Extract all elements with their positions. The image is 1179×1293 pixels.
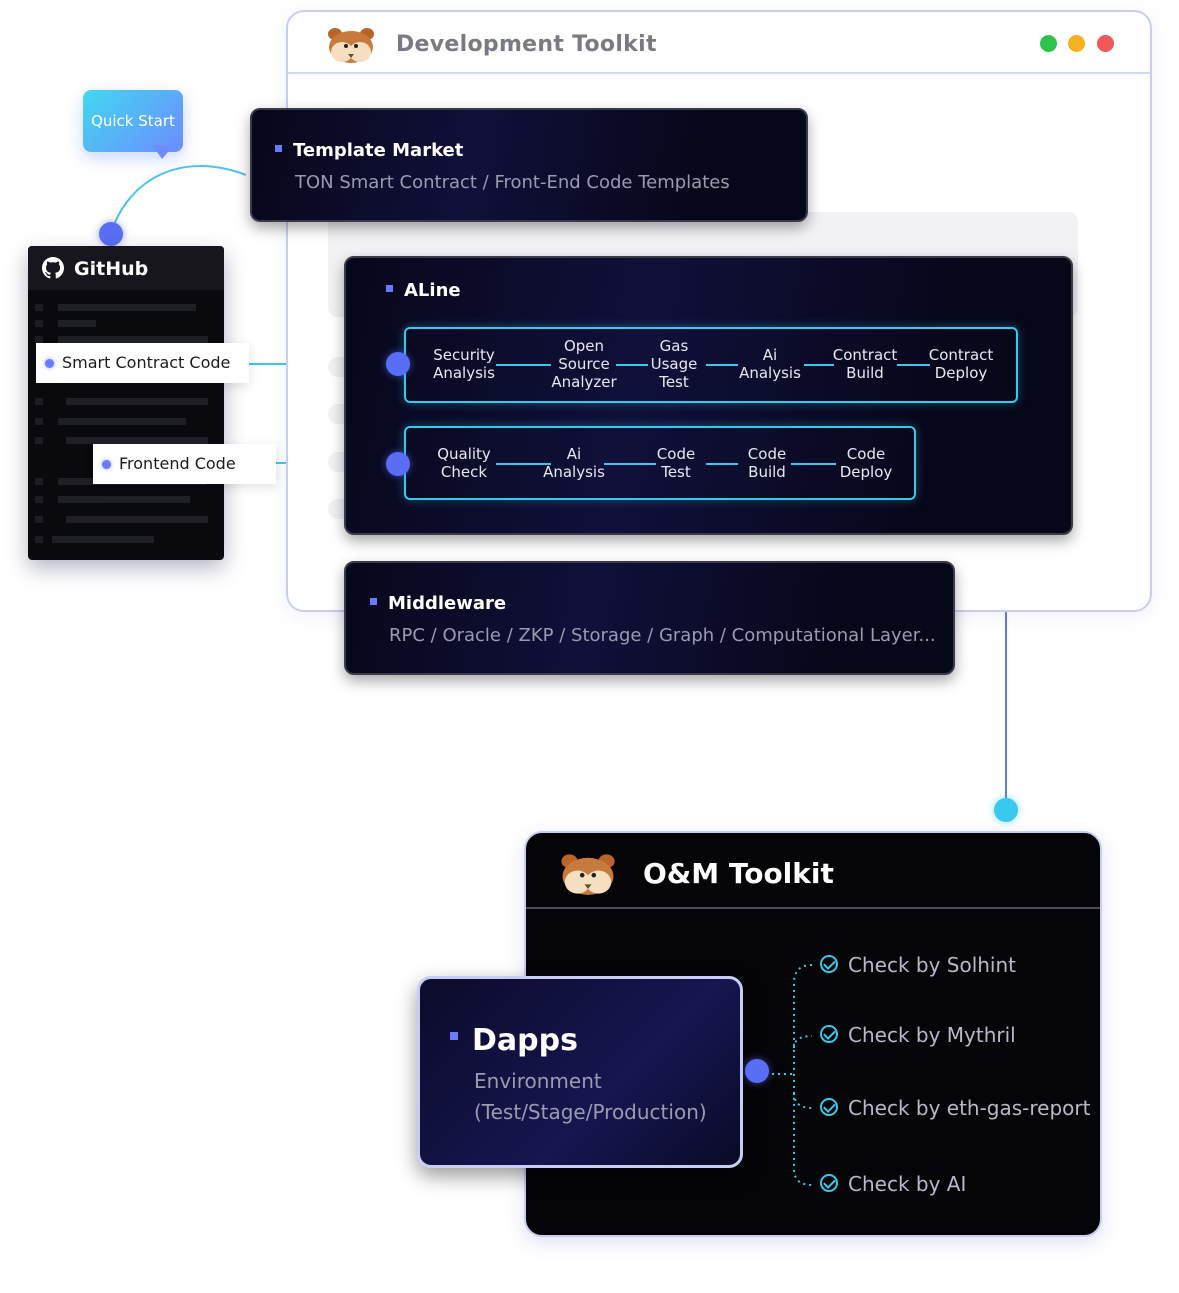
check-item: Check by Solhint bbox=[820, 953, 1016, 977]
pipeline-connector bbox=[496, 364, 551, 366]
check-item: Check by AI bbox=[820, 1172, 966, 1196]
squirrel-logo-icon bbox=[328, 28, 374, 63]
code-line bbox=[58, 304, 196, 311]
code-line bbox=[58, 320, 96, 327]
middleware-subtitle: RPC / Oracle / ZKP / Storage / Graph / C… bbox=[389, 625, 936, 646]
code-line-number bbox=[35, 437, 43, 444]
quick-start-button[interactable]: Quick Start bbox=[83, 90, 183, 152]
pipeline-step[interactable]: Quality Check bbox=[437, 445, 491, 481]
pipeline-step[interactable]: Code Test bbox=[656, 445, 696, 481]
github-icon bbox=[42, 257, 64, 279]
aline-title: ALine bbox=[386, 280, 461, 301]
code-line-number bbox=[35, 418, 43, 425]
pipeline-step[interactable]: Ai Analysis bbox=[543, 445, 605, 481]
code-line-number bbox=[35, 536, 43, 543]
window-dot-yellow[interactable] bbox=[1068, 35, 1085, 52]
code-line bbox=[66, 398, 208, 405]
code-line-number bbox=[35, 478, 43, 485]
pipeline-step[interactable]: Contract Deploy bbox=[928, 346, 994, 382]
pipeline-connector bbox=[616, 364, 648, 366]
bullet-square bbox=[450, 1031, 458, 1040]
pipeline-connector bbox=[496, 463, 551, 465]
pipeline-step[interactable]: Contract Build bbox=[832, 346, 898, 382]
dapps-node bbox=[745, 1059, 769, 1083]
aline-panel[interactable]: ALine Security Analysis Open Source Analy… bbox=[344, 256, 1073, 535]
frontend-node bbox=[386, 452, 410, 476]
bullet-square bbox=[275, 144, 282, 152]
middleware-title: Middleware bbox=[370, 593, 506, 614]
check-item: Check by eth-gas-report bbox=[820, 1096, 1090, 1120]
github-header: GitHub bbox=[28, 246, 224, 290]
dapps-environment-stages: (Test/Stage/Production) bbox=[474, 1100, 707, 1124]
pipeline-step[interactable]: Code Deploy bbox=[839, 445, 893, 481]
window-dot-green[interactable] bbox=[1040, 35, 1057, 52]
github-label: GitHub bbox=[74, 258, 149, 280]
check-item: Check by Mythril bbox=[820, 1023, 1016, 1047]
code-line-number bbox=[35, 516, 43, 523]
smart-contract-node bbox=[386, 352, 410, 376]
om-toolkit-title: O&M Toolkit bbox=[643, 857, 834, 890]
quickstart-node bbox=[99, 222, 123, 246]
pipeline-step[interactable]: Open Source Analyzer bbox=[551, 337, 617, 391]
dev-toolkit-title: Development Toolkit bbox=[396, 32, 657, 57]
code-line bbox=[52, 536, 154, 543]
smart-contract-code-chip[interactable]: Smart Contract Code bbox=[36, 343, 249, 383]
pipeline-step[interactable]: Code Build bbox=[747, 445, 787, 481]
check-circle-icon bbox=[820, 1024, 838, 1043]
template-market-panel[interactable]: Template Market TON Smart Contract / Fro… bbox=[250, 108, 808, 222]
code-line bbox=[58, 336, 208, 343]
code-line bbox=[58, 418, 186, 425]
code-line-number bbox=[35, 398, 43, 405]
bullet-square bbox=[386, 284, 393, 292]
pipeline-connector bbox=[897, 364, 930, 366]
pipeline-connector bbox=[604, 463, 656, 465]
quickstart-connector bbox=[110, 165, 247, 234]
template-market-title: Template Market bbox=[275, 140, 463, 161]
check-circle-icon bbox=[820, 1173, 838, 1192]
chip-dot bbox=[102, 460, 111, 469]
squirrel-logo-icon bbox=[561, 854, 615, 895]
github-panel[interactable]: GitHub bbox=[28, 246, 224, 560]
pipeline-connector bbox=[804, 364, 834, 366]
frontend-code-label: Frontend Code bbox=[119, 454, 236, 473]
dapps-panel[interactable]: Dapps Environment (Test/Stage/Production… bbox=[417, 976, 743, 1168]
code-line bbox=[58, 496, 190, 503]
code-line-number bbox=[35, 496, 43, 503]
pipeline-connector bbox=[706, 463, 738, 465]
window-dot-red[interactable] bbox=[1097, 35, 1114, 52]
code-line bbox=[66, 516, 208, 523]
pipeline-step[interactable]: Ai Analysis bbox=[739, 346, 801, 382]
om-toolkit-panel[interactable]: O&M Toolkit Check by Solhint Check by My… bbox=[524, 831, 1102, 1237]
check-circle-icon bbox=[820, 1097, 838, 1116]
code-line-number bbox=[35, 336, 43, 343]
quick-start-tail bbox=[152, 145, 174, 159]
smart-contract-code-label: Smart Contract Code bbox=[62, 353, 231, 372]
bullet-square bbox=[370, 597, 377, 605]
middleware-panel[interactable]: Middleware RPC / Oracle / ZKP / Storage … bbox=[344, 561, 955, 675]
chip-dot bbox=[45, 359, 54, 368]
dapps-environment: Environment bbox=[474, 1069, 602, 1093]
om-connector-node bbox=[994, 798, 1018, 822]
om-divider bbox=[526, 907, 1100, 909]
check-tree-lines bbox=[772, 964, 813, 1186]
dev-toolkit-header: Development Toolkit bbox=[288, 12, 1150, 74]
frontend-code-chip[interactable]: Frontend Code bbox=[93, 444, 276, 484]
check-circle-icon bbox=[820, 954, 838, 973]
code-line-number bbox=[35, 320, 43, 327]
pipeline-step[interactable]: Security Analysis bbox=[433, 346, 495, 382]
code-line bbox=[66, 437, 208, 444]
template-market-subtitle: TON Smart Contract / Front-End Code Temp… bbox=[295, 172, 730, 193]
pipeline-connector bbox=[791, 463, 836, 465]
pipeline-connector bbox=[706, 364, 738, 366]
pipeline-step[interactable]: Gas Usage Test bbox=[650, 337, 698, 391]
code-line-number bbox=[35, 304, 43, 311]
dapps-title: Dapps bbox=[450, 1023, 578, 1058]
